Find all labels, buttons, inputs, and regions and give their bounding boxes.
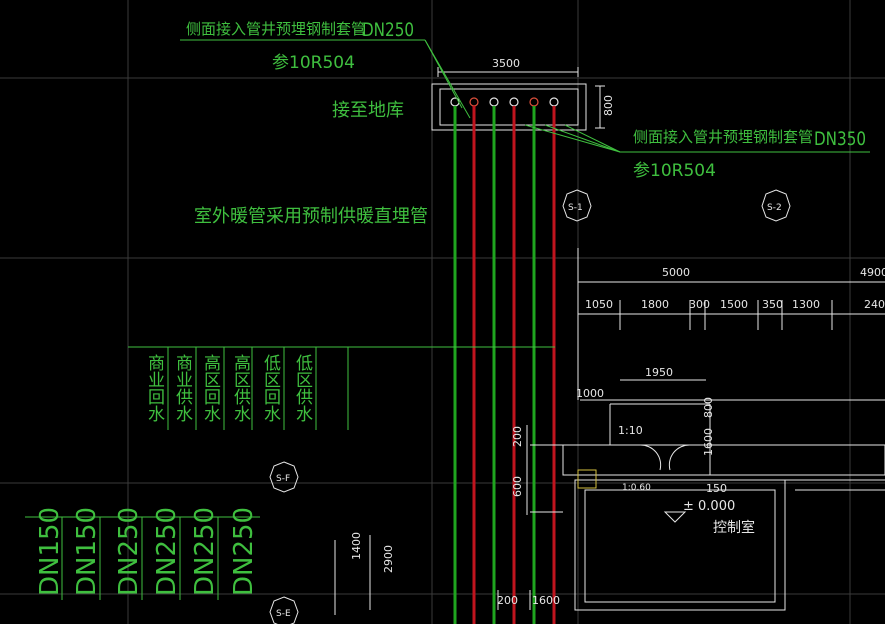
pipe-label-1: 商业回水 <box>144 354 165 422</box>
dim-row2-3: 300 <box>689 298 710 311</box>
trench-depth-dim: 800 <box>602 95 615 116</box>
small-dim-note: 1:0.60 <box>622 483 651 493</box>
dim-row2-2: 1800 <box>641 298 669 311</box>
to-garage-label: 接至地库 <box>332 100 404 121</box>
axis-markers <box>269 189 791 624</box>
pipe-label-table <box>128 346 555 430</box>
room-name: 控制室 <box>713 519 755 536</box>
dim-800: 800 <box>702 397 715 418</box>
dim-1600: 1600 <box>702 428 715 456</box>
axis-s2-label: S-2 <box>767 203 782 213</box>
wall-trench <box>334 425 563 615</box>
sleeve-right-label: 侧面接入管井预埋钢制套管 <box>633 128 813 146</box>
axis-sf-label: S-F <box>276 474 290 484</box>
dn-size-table <box>25 516 260 600</box>
dim-1400: 1400 <box>350 532 363 560</box>
trench-width-dim: 3500 <box>492 57 520 70</box>
outdoor-pipe-note: 室外暖管采用预制供暖直埋管 <box>194 206 428 227</box>
dim-200-bottom: 200 <box>497 594 518 607</box>
sleeve-top-ref: 参10R504 <box>272 53 355 73</box>
dim-2900: 2900 <box>382 545 395 573</box>
pipe-size-1: DN150 <box>35 507 65 596</box>
pipe-label-6: 低区供水 <box>292 354 313 422</box>
pipe-section-6 <box>549 97 559 107</box>
pipe-trench <box>431 67 605 131</box>
axis-sf-marker <box>269 461 299 493</box>
axis-se-label: S-E <box>276 609 291 619</box>
elevation-marker <box>663 511 687 523</box>
sleeve-right-ref: 参10R504 <box>633 161 716 181</box>
pipe-label-5: 低区回水 <box>260 354 281 422</box>
dim-1600-bottom: 1600 <box>532 594 560 607</box>
pipe-section-3 <box>489 97 499 107</box>
dim-top-1: 5000 <box>662 266 690 279</box>
dim-top-2: 4900 <box>860 266 885 279</box>
axis-s1-marker <box>562 189 592 222</box>
pipe-label-3: 高区回水 <box>200 354 221 422</box>
dim-200: 200 <box>511 426 524 447</box>
pipe-section-4 <box>509 97 519 107</box>
axis-se-marker <box>269 596 299 624</box>
pipe-size-2: DN150 <box>72 507 102 596</box>
pipe-sizes: DN150 DN150 DN250 DN250 DN250 DN250 <box>35 507 259 596</box>
vertical-pipes <box>453 106 556 624</box>
pipe-labels: 商业回水 商业供水 高区回水 高区供水 低区回水 低区供水 <box>144 354 313 422</box>
pipe-label-2: 商业供水 <box>172 354 193 422</box>
dim-row2-4: 1500 <box>720 298 748 311</box>
elevation-label: ± 0.000 <box>683 499 735 514</box>
pipe-section-1 <box>450 97 460 107</box>
dim-1000: 1000 <box>576 387 604 400</box>
pipe-size-3: DN250 <box>114 507 144 596</box>
pipe-size-5: DN250 <box>190 507 220 596</box>
dim-row2-7: 2400 <box>864 298 885 311</box>
sleeve-right-size: DN350 <box>814 128 866 150</box>
pipe-size-6: DN250 <box>229 507 259 596</box>
dim-600: 600 <box>511 476 524 497</box>
pipe-section-2 <box>469 97 479 107</box>
pipe-section-5 <box>529 97 539 107</box>
scale-note: 1:10 <box>618 424 643 437</box>
axis-s1-label: S-1 <box>568 203 583 213</box>
dim-1950: 1950 <box>645 366 673 379</box>
leader-lines <box>180 39 870 153</box>
sleeve-top-size: DN250 <box>362 19 414 41</box>
dim-150: 150 <box>706 482 727 495</box>
axis-s2-marker <box>761 189 791 222</box>
dim-row2-1: 1050 <box>585 298 613 311</box>
dim-row2-5: 350 <box>762 298 783 311</box>
pipe-label-4: 高区供水 <box>230 354 251 422</box>
control-room-walls <box>562 403 885 611</box>
trench-pipes <box>450 97 559 107</box>
sleeve-top-label: 侧面接入管井预埋钢制套管 <box>186 20 366 38</box>
pipe-size-4: DN250 <box>152 507 182 596</box>
dimension-lines <box>577 248 885 401</box>
dim-row2-6: 1300 <box>792 298 820 311</box>
